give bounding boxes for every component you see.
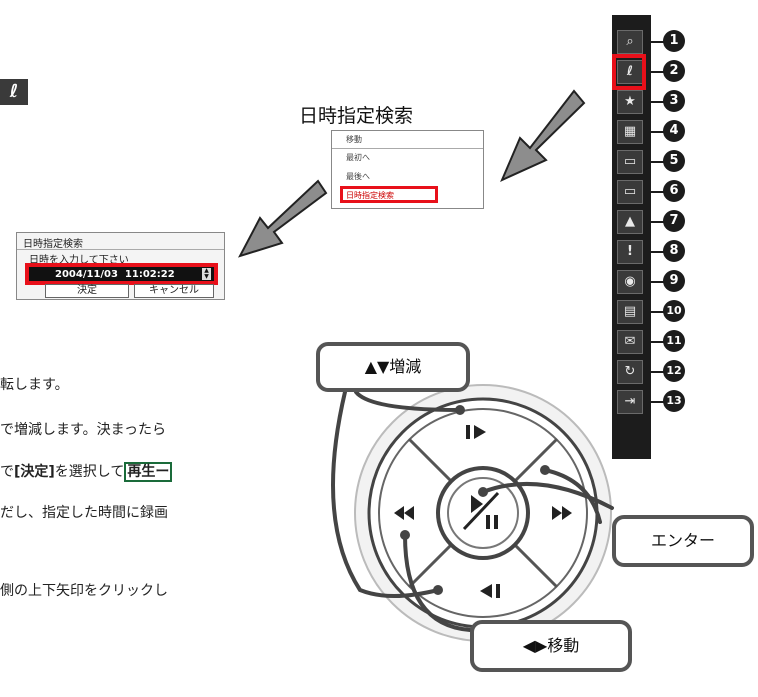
toolbar-item-12[interactable]: ↻ 12 <box>612 357 696 387</box>
body-line-3a: で <box>0 464 14 480</box>
save-icon[interactable]: ▤ <box>617 300 643 324</box>
toolbar-item-5[interactable]: ▭ 5 <box>612 147 696 177</box>
menu-item-first[interactable]: 最初へ <box>346 153 370 162</box>
bell-icon[interactable]: ▲ <box>617 210 643 234</box>
toolbar-number: 12 <box>663 360 685 382</box>
toolbar-leader <box>650 401 664 403</box>
monitor-icon[interactable]: ▭ <box>617 150 643 174</box>
toolbar-number: 6 <box>663 180 685 202</box>
callout-enter-label: エンター <box>650 531 715 550</box>
callout-enter: エンター <box>612 515 754 567</box>
callout-increase-decrease-label: ▲▼増減 <box>364 357 422 376</box>
toolbar-number: 3 <box>663 90 685 112</box>
refresh-icon[interactable]: ↻ <box>617 360 643 384</box>
step-forward-icon[interactable] <box>466 425 486 439</box>
rewind-icon[interactable] <box>394 506 414 520</box>
toolbar-number: 7 <box>663 210 685 232</box>
goto-icon-reference: ℓ <box>0 79 28 105</box>
ok-button-label: 決定 <box>77 285 97 296</box>
toolbar-item-13[interactable]: ⇥ 13 <box>612 387 696 417</box>
toolbar-leader <box>650 311 664 313</box>
toolbar-number: 2 <box>663 60 685 82</box>
goto-icon-glyph: ℓ <box>9 81 19 102</box>
toolbar-item-10[interactable]: ▤ 10 <box>612 297 696 327</box>
monitor-out-icon[interactable]: ▭ <box>617 180 643 204</box>
cancel-button[interactable]: キャンセル <box>134 284 214 298</box>
exclamation-icon[interactable]: ! <box>617 240 643 264</box>
cancel-button-label: キャンセル <box>149 285 199 296</box>
body-line-2: で増減します。決まったら <box>0 422 167 438</box>
toolbar-item-4[interactable]: ▦ 4 <box>612 117 696 147</box>
body-line-5: 側の上下矢印をクリックし <box>0 583 168 599</box>
step-back-icon[interactable] <box>480 584 500 598</box>
dialog-divider <box>17 249 224 250</box>
ok-label-ref: [決定] <box>14 464 55 480</box>
remote-dial <box>354 384 612 642</box>
datetime-search-dialog: 日時指定検索 日時を入力して下さい 2004/11/03 11:02:22 ▲▼… <box>16 232 225 300</box>
menu-item-last[interactable]: 最後へ <box>346 172 370 181</box>
record-icon[interactable]: ◉ <box>617 270 643 294</box>
grid-icon[interactable]: ▦ <box>617 120 643 144</box>
menu-divider <box>332 148 483 149</box>
arrow-to-menu-icon <box>500 89 586 182</box>
search-icon[interactable]: ⌕ <box>617 30 643 54</box>
toolbar-item-3[interactable]: ★ 3 <box>612 87 696 117</box>
dialog-prompt: 日時を入力して下さい <box>29 255 129 266</box>
toolbar-leader <box>650 221 664 223</box>
toolbar-leader <box>650 131 664 133</box>
toolbar-item-1[interactable]: ⌕ 1 <box>612 27 696 57</box>
toolbar-leader <box>650 41 664 43</box>
datetime-stepper-icon[interactable]: ▲▼ <box>202 268 211 280</box>
star-icon[interactable]: ★ <box>617 90 643 114</box>
playback-label-ref: 再生ー <box>124 462 173 482</box>
callout-move-label: ◀▶移動 <box>522 636 580 655</box>
toolbar-item-2[interactable]: ℓ 2 <box>612 54 696 90</box>
menu-item-datetime-search[interactable]: 日時指定検索 <box>346 191 394 200</box>
body-line-3: で[決定]を選択して再生ー <box>0 461 173 482</box>
mail-icon[interactable]: ✉ <box>617 330 643 354</box>
toolbar-number: 9 <box>663 270 685 292</box>
toolbar-leader <box>650 71 664 73</box>
body-line-3c: を選択して <box>54 464 125 480</box>
toolbar-leader <box>650 191 664 193</box>
toolbar-leader <box>650 251 664 253</box>
menu-highlight <box>340 186 438 203</box>
datetime-field[interactable]: 2004/11/03 11:02:22 ▲▼ <box>25 263 218 285</box>
toolbar-number: 4 <box>663 120 685 142</box>
toolbar-item-6[interactable]: ▭ 6 <box>612 177 696 207</box>
callout-move: ◀▶移動 <box>470 620 632 672</box>
toolbar-number: 13 <box>663 390 685 412</box>
search-menu: 移動 最初へ 最後へ 日時指定検索 <box>331 130 484 209</box>
toolbar-item-7[interactable]: ▲ 7 <box>612 207 696 237</box>
toolbar-leader <box>650 341 664 343</box>
toolbar: ⌕ 1 ℓ 2 ★ 3 ▦ 4 ▭ 5 ▭ 6 ▲ 7 ! 8 ◉ <box>612 15 696 459</box>
toolbar-leader <box>650 371 664 373</box>
fast-forward-icon[interactable] <box>552 506 572 520</box>
datetime-value: 2004/11/03 11:02:22 <box>55 269 175 280</box>
toolbar-leader <box>650 161 664 163</box>
ok-button[interactable]: 決定 <box>45 284 129 298</box>
callout-increase-decrease: ▲▼増減 <box>316 342 470 392</box>
arrow-to-dialog-icon <box>237 179 328 258</box>
exit-icon[interactable]: ⇥ <box>617 390 643 414</box>
toolbar-number: 1 <box>663 30 685 52</box>
toolbar-number: 10 <box>663 300 685 322</box>
goto-icon[interactable]: ℓ <box>617 60 643 84</box>
menu-item-move[interactable]: 移動 <box>346 135 362 144</box>
menu-title: 日時指定検索 <box>299 105 414 127</box>
toolbar-number: 11 <box>663 330 685 352</box>
toolbar-item-11[interactable]: ✉ 11 <box>612 327 696 357</box>
toolbar-leader <box>650 101 664 103</box>
body-line-4: だし、指定した時間に録画 <box>0 505 168 521</box>
toolbar-highlight <box>612 54 646 90</box>
dialog-title: 日時指定検索 <box>23 239 83 250</box>
toolbar-item-9[interactable]: ◉ 9 <box>612 267 696 297</box>
play-pause-icon[interactable] <box>462 491 500 531</box>
toolbar-leader <box>650 281 664 283</box>
toolbar-item-8[interactable]: ! 8 <box>612 237 696 267</box>
toolbar-number: 8 <box>663 240 685 262</box>
body-line-1: 転します。 <box>0 377 69 393</box>
toolbar-number: 5 <box>663 150 685 172</box>
